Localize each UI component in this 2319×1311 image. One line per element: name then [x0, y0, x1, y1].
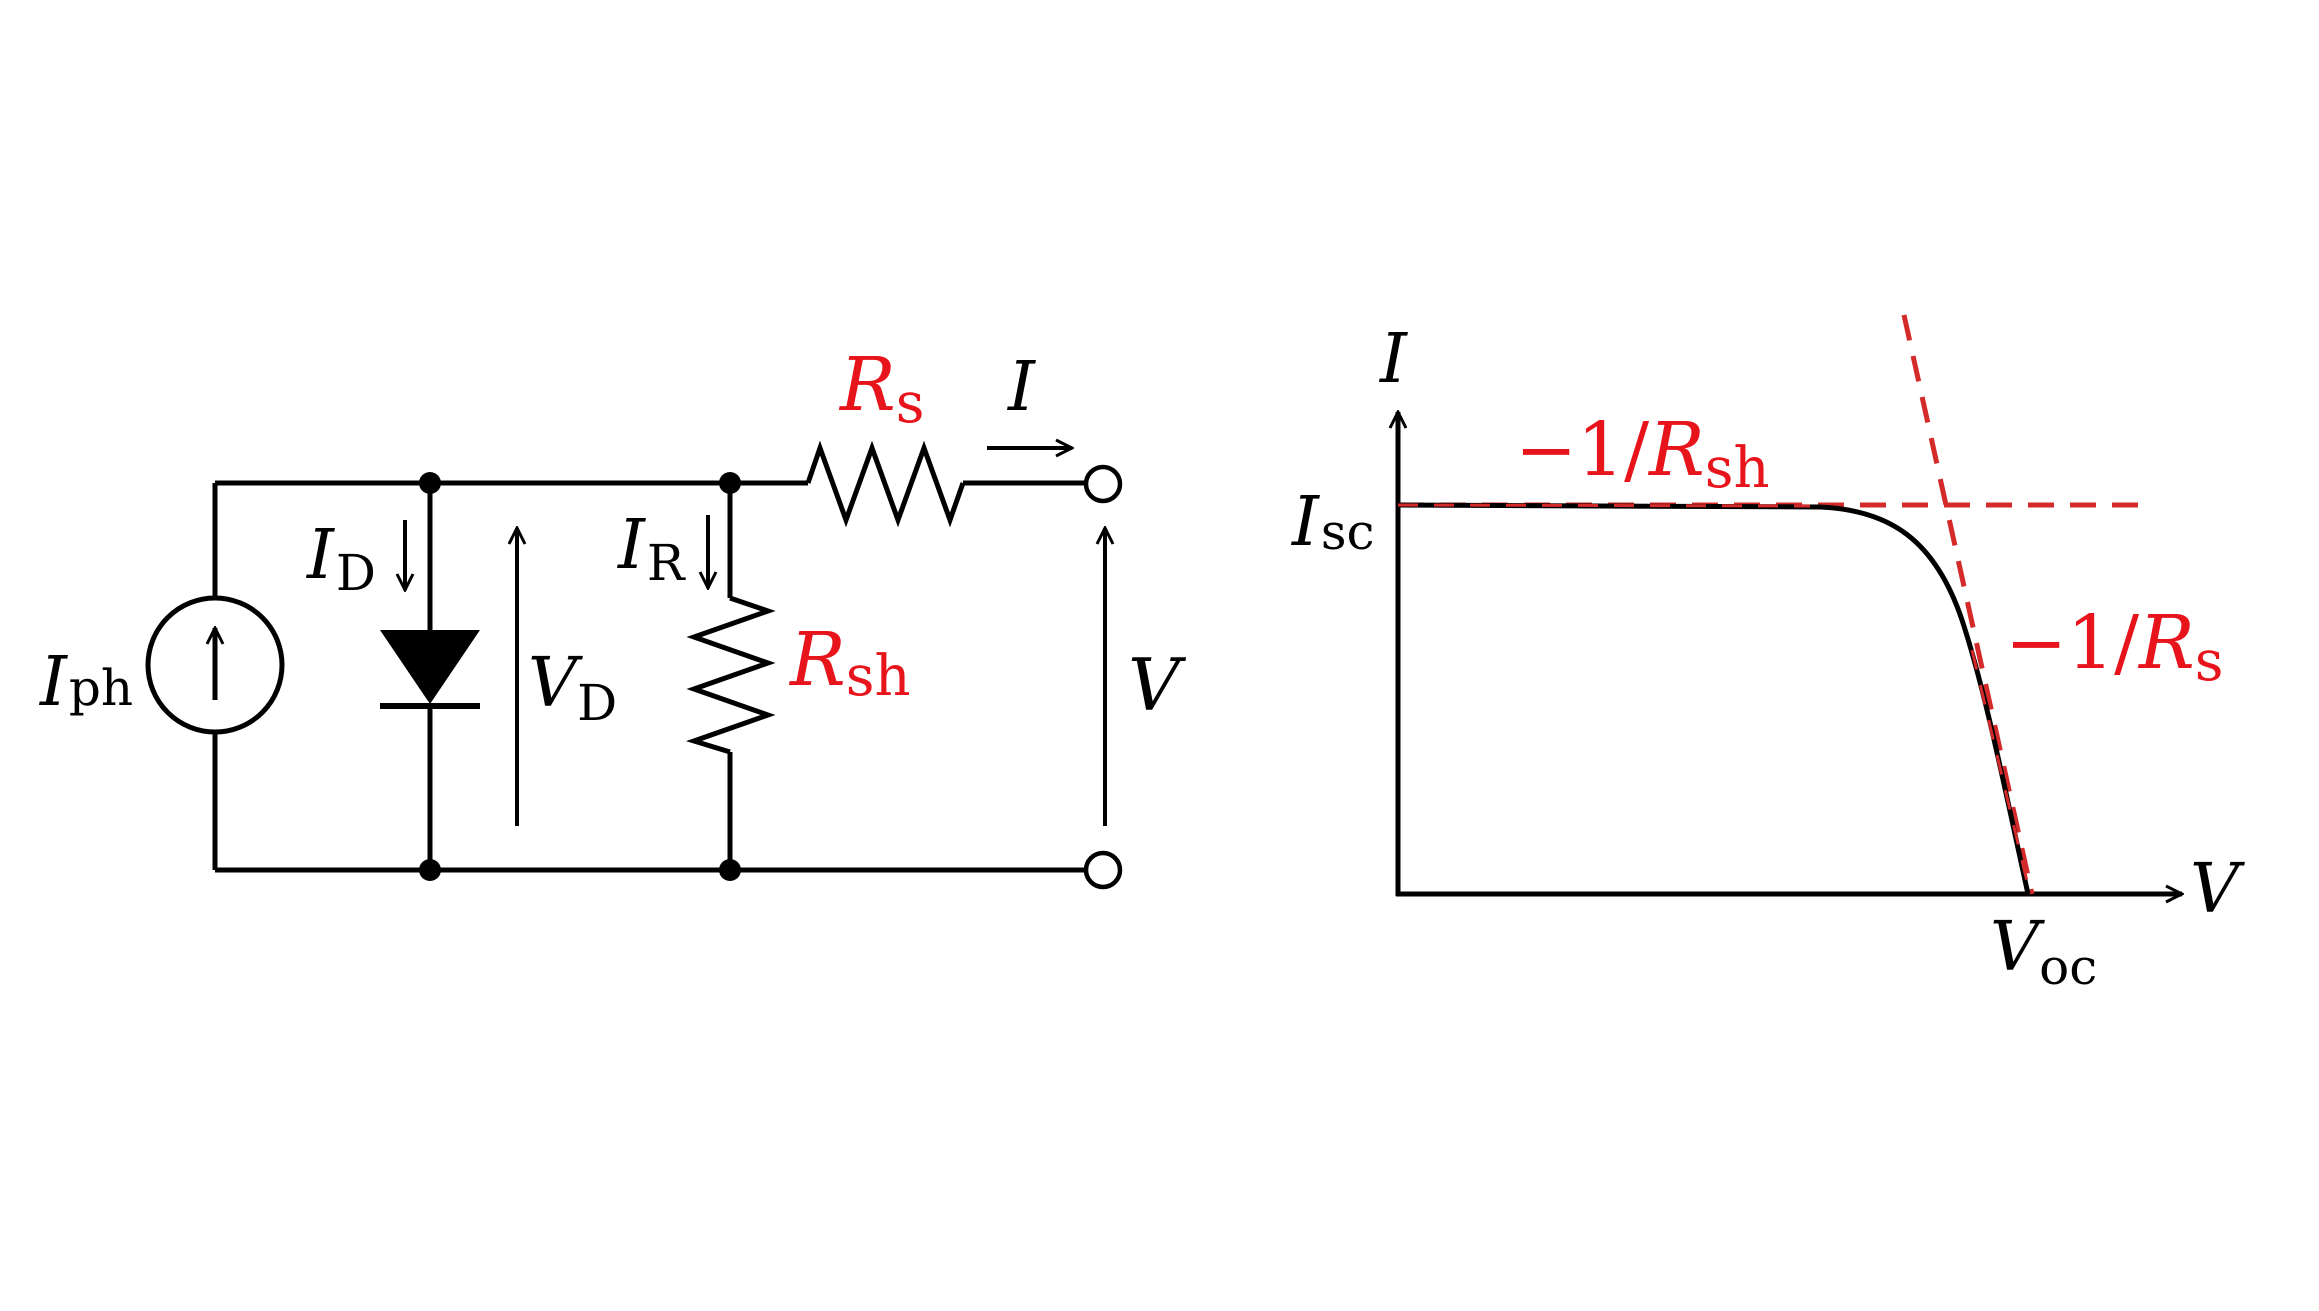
isc-label: Isc: [1290, 483, 1375, 562]
shunt-slope-overlay: [1397, 503, 1811, 508]
series-slope-label: −1/Rs: [2005, 600, 2224, 694]
diode: [380, 630, 480, 709]
diode-voltage-label: VD: [528, 644, 617, 732]
circuit-labels: Iph ID VD IR Rsh Rs I V: [38, 342, 1187, 732]
x-axis-label: V: [2190, 850, 2245, 929]
series-resistor-label: Rs: [838, 342, 924, 436]
shunt-slope-label: −1/Rsh: [1515, 407, 1770, 501]
source-label: Iph: [38, 643, 133, 722]
output-current-label: I: [1006, 348, 1036, 427]
iv-curve: [1397, 502, 2031, 895]
shunt-resistor: [685, 595, 776, 755]
junction-dot: [419, 859, 441, 881]
shunt-resistor-label: Rsh: [788, 617, 911, 709]
series-slope-line: [1901, 314, 2035, 895]
junction-dot: [719, 859, 741, 881]
equivalent-circuit: [212, 440, 1085, 873]
diode-triangle: [380, 630, 480, 704]
circuit-arrows: [405, 448, 1105, 826]
series-slope-overlay: [1970, 649, 2032, 895]
series-resistor: [805, 440, 966, 528]
voc-label: Voc: [1990, 908, 2097, 996]
iv-curve-plot: I V Isc Voc −1/Rsh −1/Rs: [1290, 314, 2245, 996]
y-axis-label: I: [1378, 320, 1408, 399]
output-terminal-top: [1083, 464, 1123, 504]
junction-dots: [419, 472, 741, 881]
shunt-current-label: IR: [616, 506, 686, 592]
output-voltage-label: V: [1128, 643, 1187, 727]
junction-dot: [719, 472, 741, 494]
diode-current-label: ID: [305, 516, 376, 602]
output-terminal-bottom: [1083, 850, 1123, 890]
current-source: [145, 595, 285, 735]
junction-dot: [419, 472, 441, 494]
